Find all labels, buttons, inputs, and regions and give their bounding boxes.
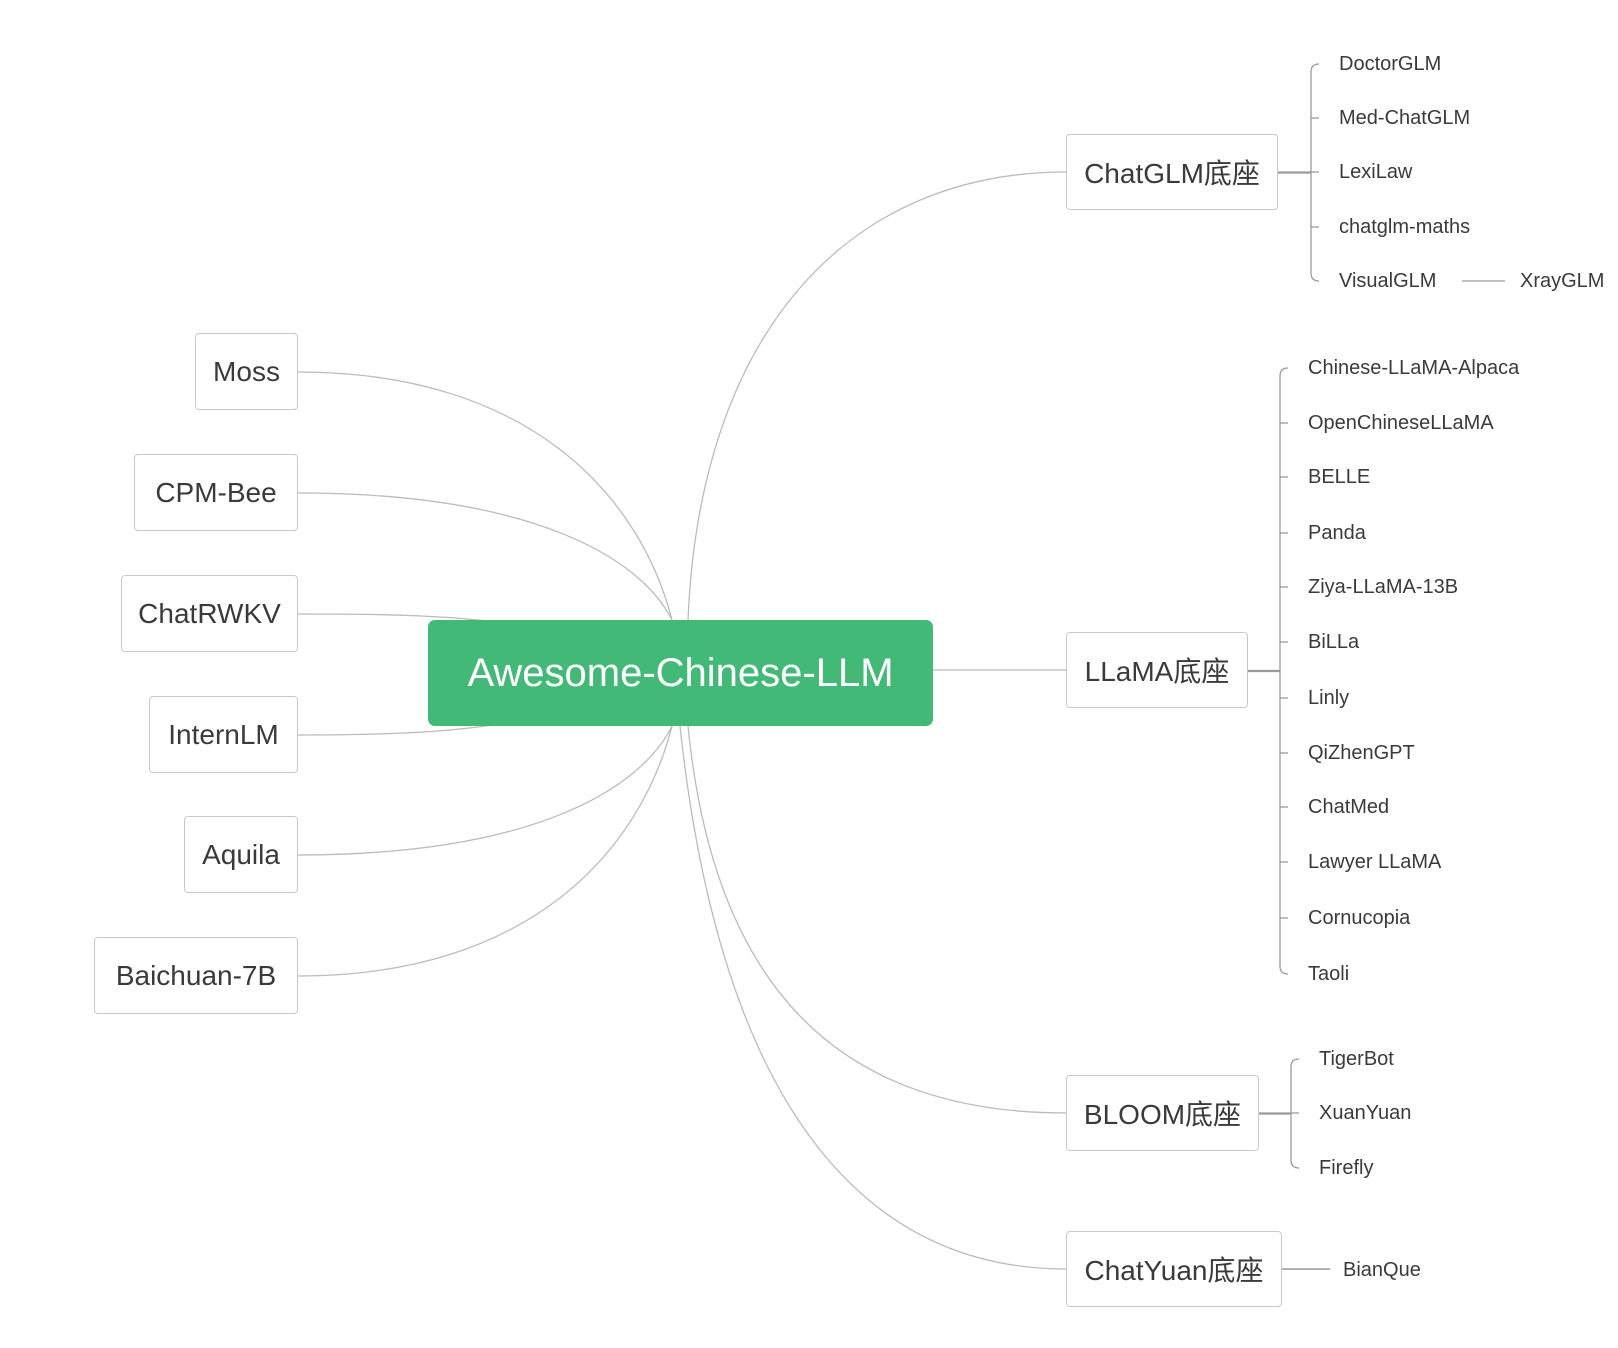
leaf-xuanyuan[interactable]: XuanYuan bbox=[1319, 1102, 1412, 1124]
connector-aquila bbox=[297, 725, 673, 856]
branch-node-moss[interactable]: Moss bbox=[195, 333, 298, 410]
leaf-tigerbot[interactable]: TigerBot bbox=[1319, 1048, 1394, 1070]
leaf-bianque[interactable]: BianQue bbox=[1343, 1259, 1421, 1281]
leaf-ziya-llama-13b[interactable]: Ziya-LLaMA-13B bbox=[1308, 576, 1459, 598]
connector-bloom bbox=[687, 725, 1067, 1114]
branch-node-internlm[interactable]: InternLM bbox=[149, 696, 298, 773]
branch-node-baichuan-7b[interactable]: Baichuan-7B bbox=[94, 937, 298, 1014]
branch-node-cpm-bee[interactable]: CPM-Bee bbox=[134, 454, 298, 531]
connector-moss bbox=[297, 371, 673, 621]
branch-node-chatglm[interactable]: ChatGLM底座 bbox=[1066, 134, 1278, 210]
branch-node-chatrwkv[interactable]: ChatRWKV bbox=[121, 575, 298, 652]
connector-chatrwkv bbox=[297, 613, 496, 623]
branch-node-bloom[interactable]: BLOOM底座 bbox=[1066, 1075, 1259, 1151]
branch-node-aquila[interactable]: Aquila bbox=[184, 816, 298, 893]
leaf-panda[interactable]: Panda bbox=[1308, 522, 1366, 544]
leaf-openchinesellama[interactable]: OpenChineseLLaMA bbox=[1308, 412, 1494, 434]
leaf-xrayglm[interactable]: XrayGLM bbox=[1520, 270, 1605, 292]
connector-chatglm bbox=[687, 171, 1067, 621]
connector-baichuan-7b bbox=[297, 725, 673, 977]
leaf-linly[interactable]: Linly bbox=[1308, 687, 1350, 709]
leaf-taoli[interactable]: Taoli bbox=[1308, 963, 1350, 985]
leaf-visualglm[interactable]: VisualGLM bbox=[1339, 270, 1437, 292]
branch-node-llama[interactable]: LLaMA底座 bbox=[1066, 632, 1248, 708]
llama-bracket bbox=[1279, 367, 1289, 975]
leaf-lawyer-llama[interactable]: Lawyer LLaMA bbox=[1308, 851, 1442, 873]
leaf-cornucopia[interactable]: Cornucopia bbox=[1308, 907, 1411, 929]
leaf-firefly[interactable]: Firefly bbox=[1319, 1157, 1374, 1179]
branch-node-chatyuan[interactable]: ChatYuan底座 bbox=[1066, 1231, 1282, 1307]
leaf-qizhengpt[interactable]: QiZhenGPT bbox=[1308, 742, 1415, 764]
connector-internlm bbox=[297, 723, 501, 736]
leaf-billa[interactable]: BiLLa bbox=[1308, 631, 1360, 653]
leaf-chinese-llama-alpaca[interactable]: Chinese-LLaMA-Alpaca bbox=[1308, 357, 1520, 379]
connector-cpm-bee bbox=[297, 492, 673, 621]
leaf-belle[interactable]: BELLE bbox=[1308, 466, 1371, 488]
connector-chatyuan bbox=[679, 725, 1067, 1270]
leaf-lexilaw[interactable]: LexiLaw bbox=[1339, 161, 1413, 183]
leaf-chatmed[interactable]: ChatMed bbox=[1308, 796, 1390, 818]
leaf-chatglm-maths[interactable]: chatglm-maths bbox=[1339, 216, 1471, 238]
leaf-doctorglm[interactable]: DoctorGLM bbox=[1339, 53, 1442, 75]
leaf-med-chatglm[interactable]: Med-ChatGLM bbox=[1339, 107, 1471, 129]
root-node[interactable]: Awesome-Chinese-LLM bbox=[428, 620, 933, 726]
